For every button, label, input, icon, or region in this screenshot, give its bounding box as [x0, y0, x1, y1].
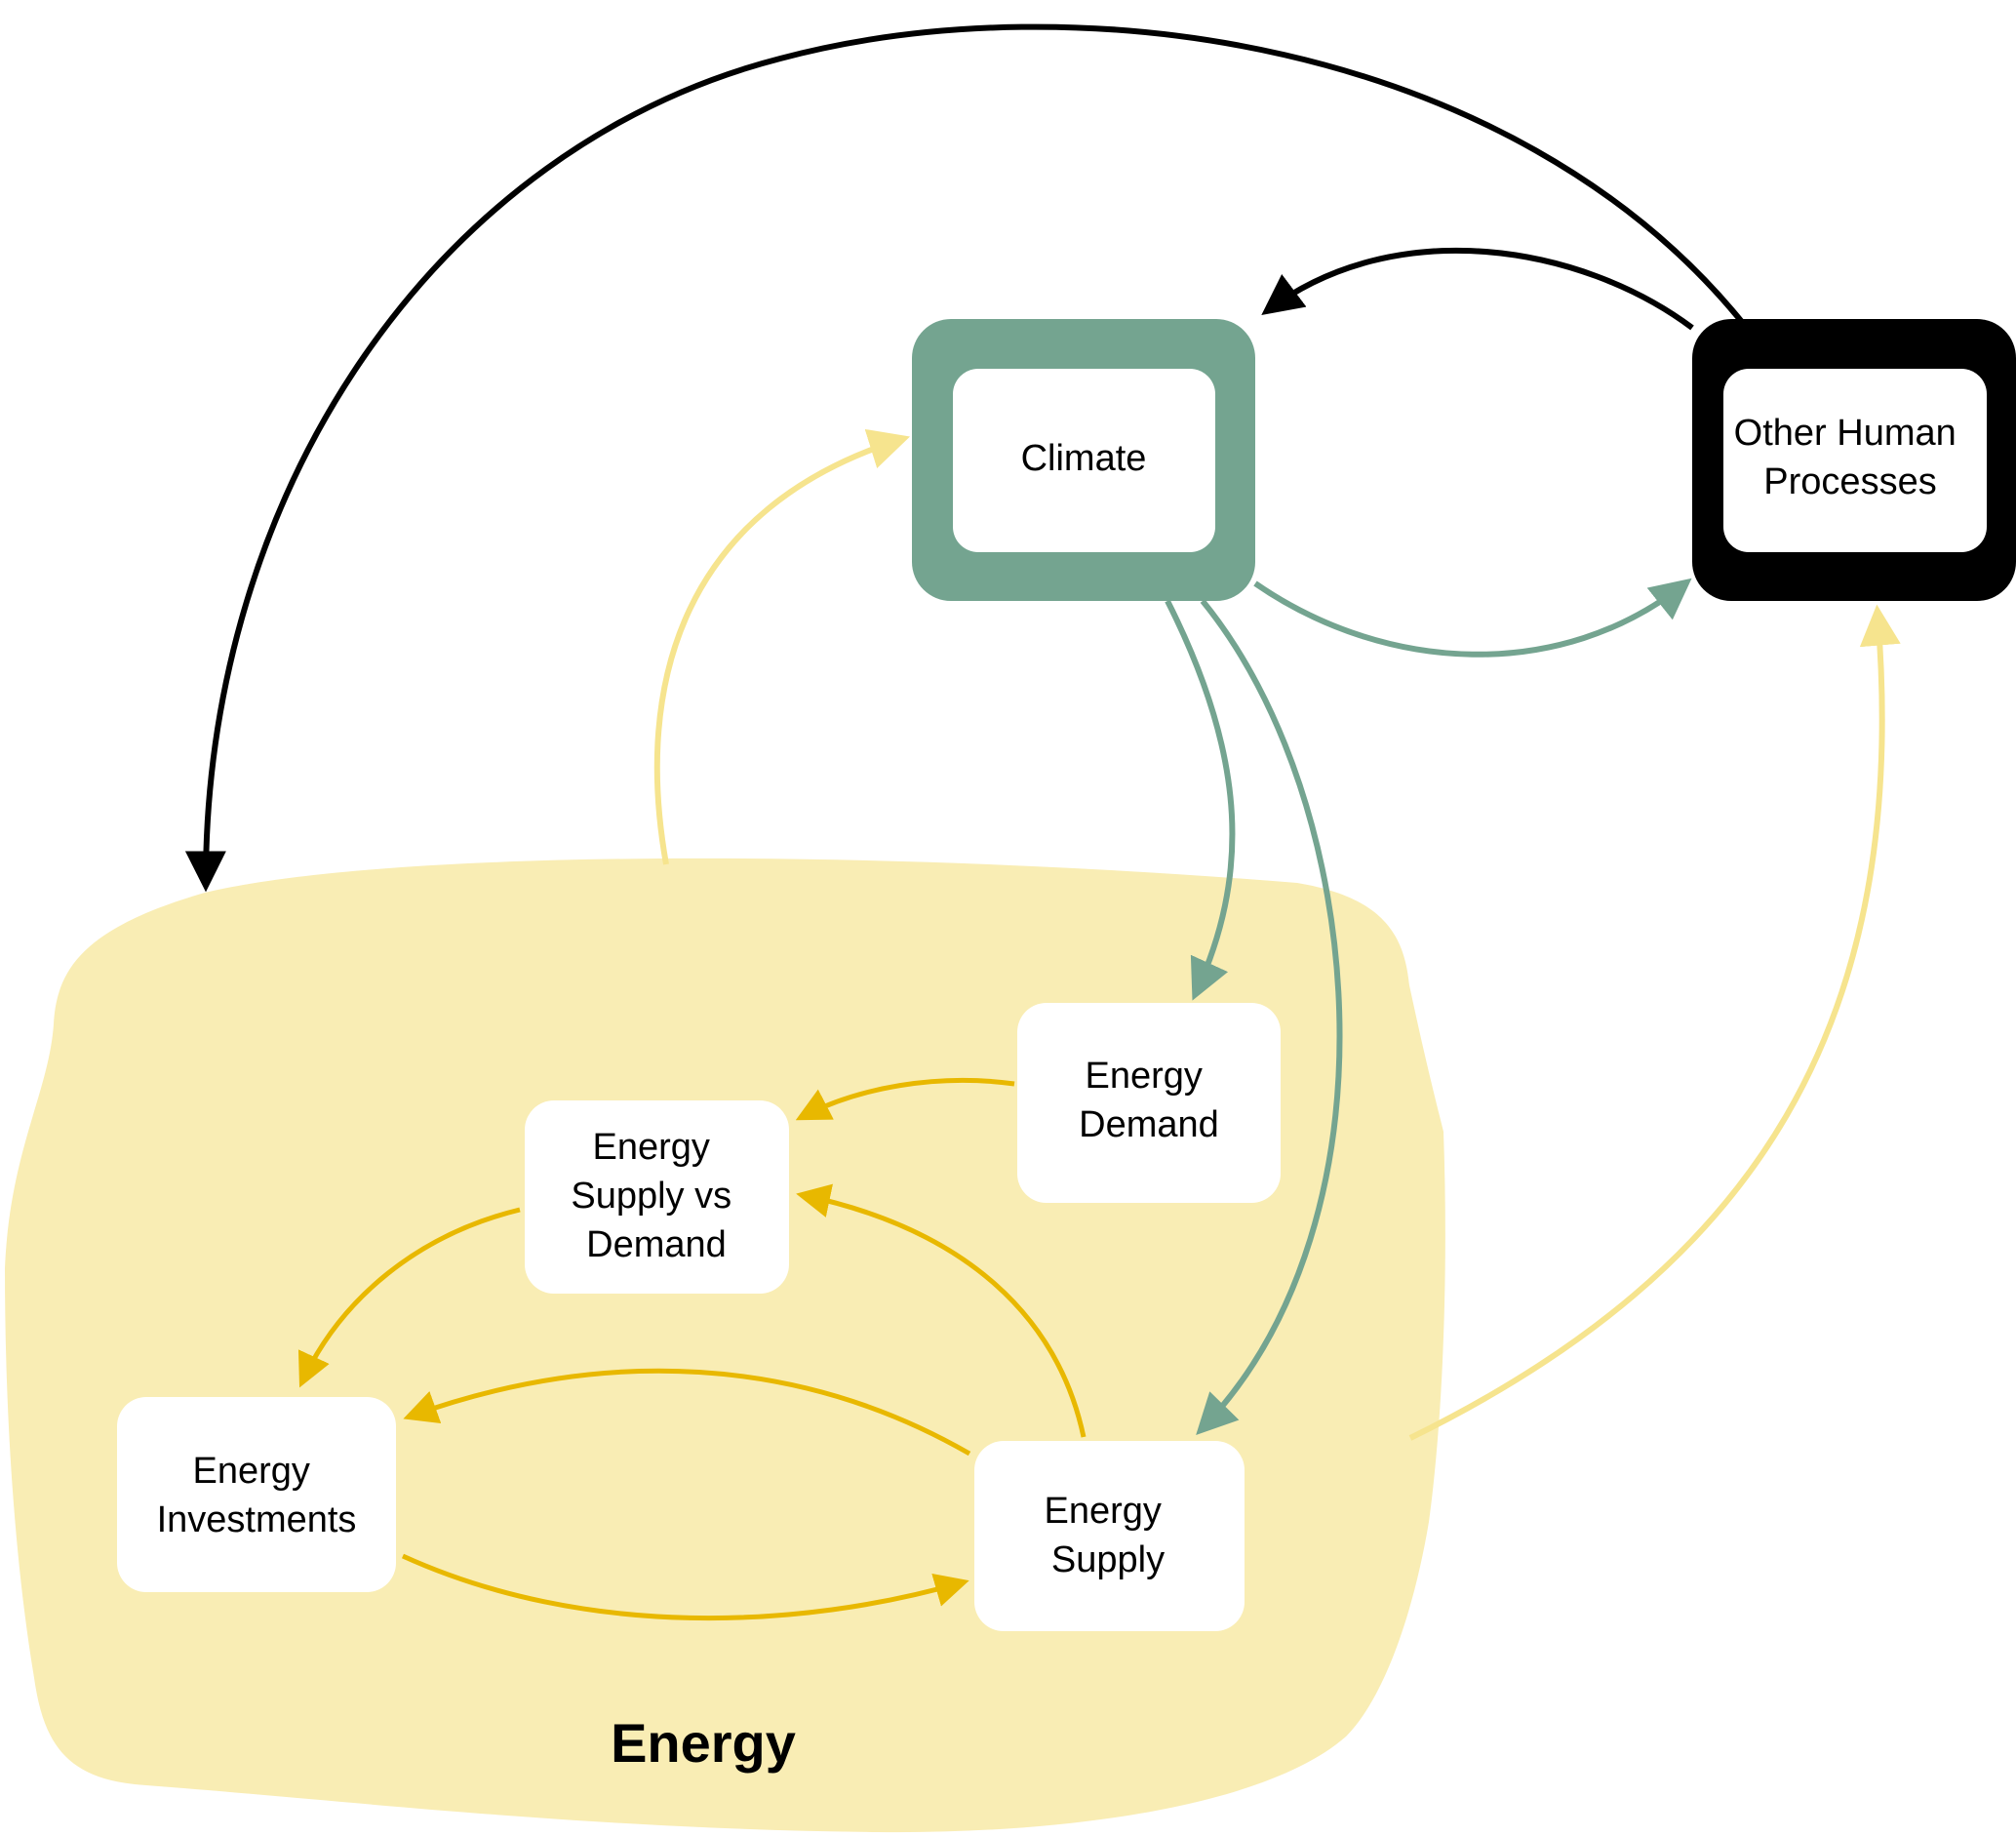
edge-svd-to-investments	[297, 1207, 521, 1388]
node-climate-label: Climate	[1021, 438, 1147, 479]
node-energy-supply[interactable]: Energy Supply	[974, 1441, 1245, 1631]
edge-energy-to-climate	[653, 428, 911, 865]
edge-climate-to-human	[1253, 578, 1692, 658]
edge-demand-to-svd	[795, 1077, 1015, 1121]
node-other-human-label: Other Human Processes	[1734, 413, 1967, 502]
edge-energy-to-human	[1408, 604, 1901, 1441]
node-energy-demand-label: Energy Demand	[1079, 1056, 1219, 1145]
edge-supply-to-investments	[403, 1368, 971, 1457]
node-energy-supply-label: Energy Supply	[1045, 1491, 1172, 1580]
node-energy-svd-label: Energy Supply vs Demand	[571, 1127, 741, 1265]
node-energy-demand[interactable]: Energy Demand	[1017, 1003, 1281, 1203]
edge-investments-to-supply	[401, 1553, 969, 1621]
edge-supply-to-svd	[796, 1183, 1087, 1438]
node-other-human-processes[interactable]: Other Human Processes	[1692, 319, 2016, 601]
edge-human-to-energy	[184, 23, 1745, 893]
edge-human-to-climate	[1261, 247, 1694, 331]
energy-region-label: Energy	[611, 1712, 796, 1774]
node-energy-supply-vs-demand[interactable]: Energy Supply vs Demand	[525, 1100, 789, 1294]
node-energy-investments[interactable]: Energy Investments	[117, 1397, 396, 1592]
edge-climate-to-supply	[1196, 599, 1343, 1436]
node-energy-investments-label: Energy Investments	[157, 1451, 357, 1540]
edge-climate-to-demand	[1165, 599, 1236, 1001]
node-climate[interactable]: Climate	[912, 319, 1255, 601]
